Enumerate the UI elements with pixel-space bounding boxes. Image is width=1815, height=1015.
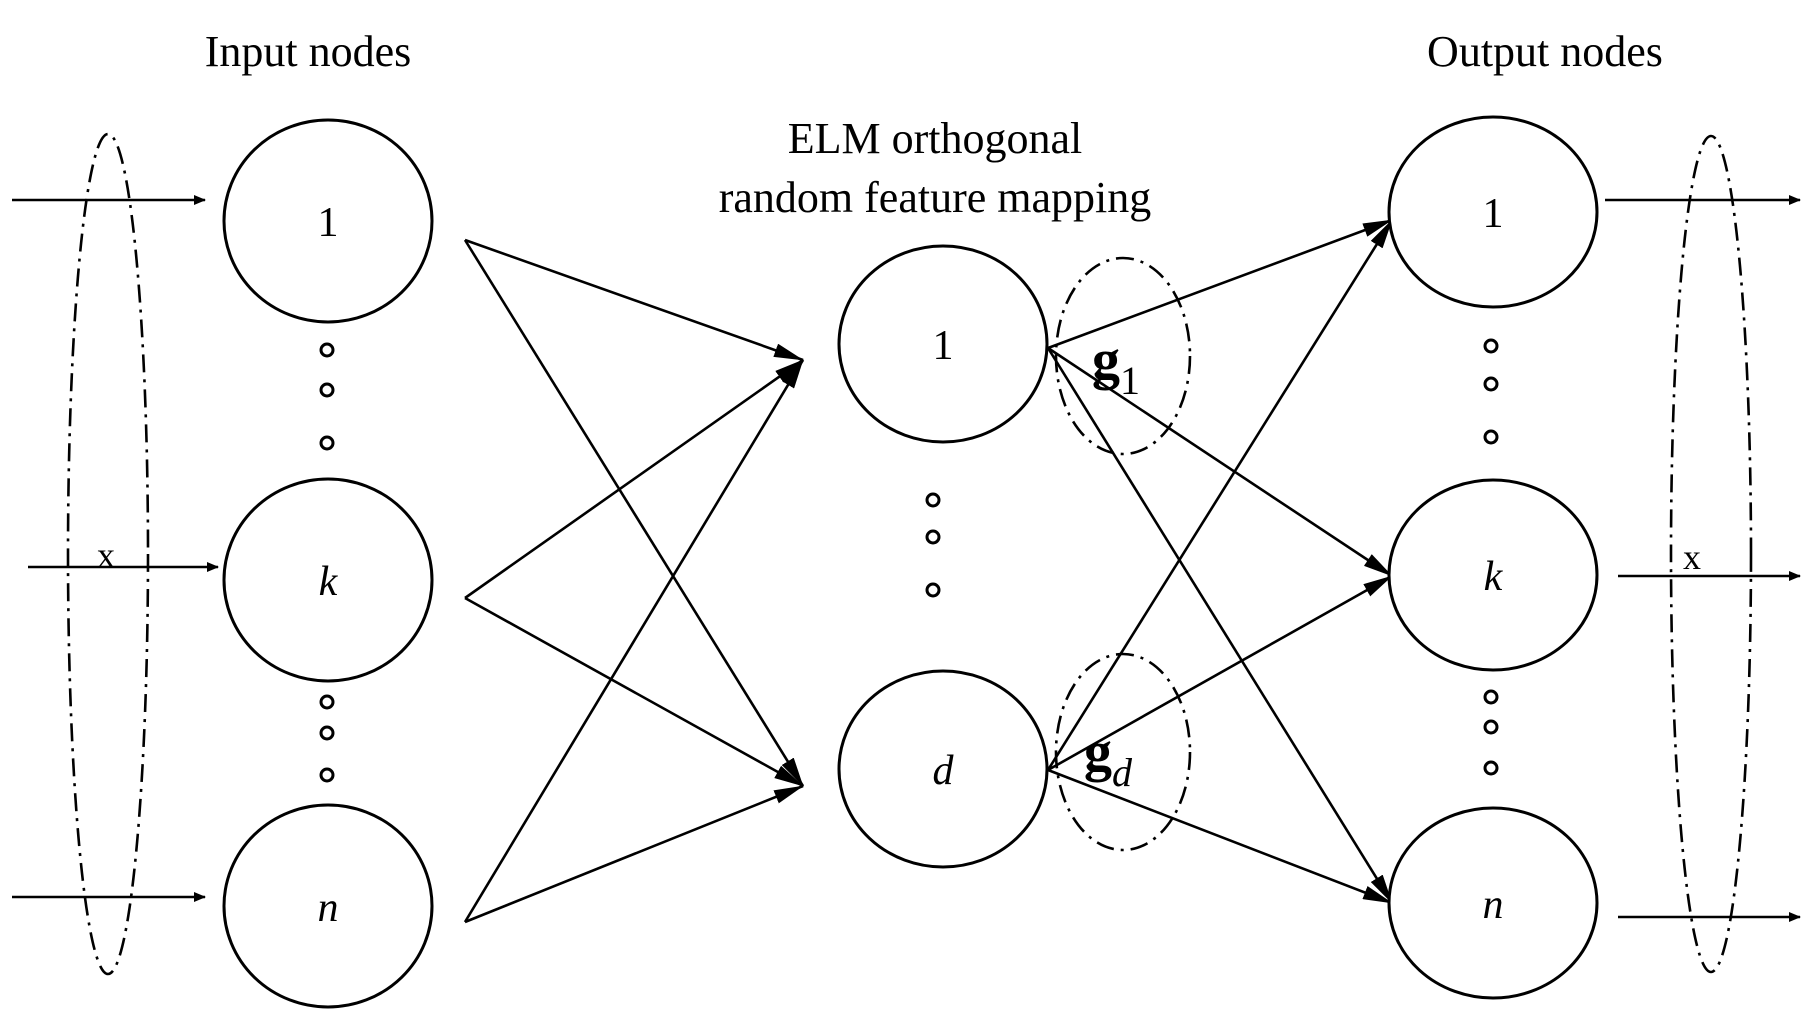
output-vector-label: x (1683, 537, 1701, 577)
g1-label: g1 (1092, 329, 1140, 403)
edge-h1-out1 (1047, 218, 1393, 350)
input-node-n-label: n (318, 885, 339, 931)
input-ellipsis-lower (319, 694, 335, 783)
input-node-1-label: 1 (318, 200, 339, 246)
edge-hd-outn (1047, 768, 1393, 905)
output-ellipsis-lower (1483, 689, 1499, 776)
hidden-node-1: 1 (837, 244, 1049, 444)
hidden-node-1-label: 1 (933, 323, 954, 369)
input-node-1: 1 (222, 118, 434, 324)
input-node-n: n (222, 803, 434, 1009)
hidden-node-d: d (837, 669, 1049, 869)
g1-group-ellipse (1054, 256, 1192, 456)
input-vector-label: x (97, 535, 115, 575)
edge-in1-h1 (464, 238, 804, 362)
input-ellipsis-upper (319, 342, 335, 451)
hidden-ellipsis (925, 492, 941, 598)
output-node-k: k (1387, 478, 1599, 672)
edge-ink-hd (464, 596, 804, 788)
hidden-node-d-label: d (933, 748, 955, 794)
edge-inn-h1 (463, 359, 805, 923)
edge-h1-outn (1046, 347, 1394, 904)
output-node-n-label: n (1483, 882, 1504, 928)
mapping-title-line2: random feature mapping (719, 173, 1152, 222)
input-node-k: k (222, 477, 434, 683)
output-node-1-label: 1 (1483, 191, 1504, 237)
input-vector-ellipse (66, 132, 150, 976)
edge-in1-hd (463, 239, 805, 787)
output-node-n: n (1387, 806, 1599, 1000)
mapping-title-line1: ELM orthogonal (788, 114, 1083, 163)
output-nodes-title: Output nodes (1427, 27, 1663, 76)
input-nodes-title: Input nodes (205, 27, 412, 76)
edge-hd-out1 (1046, 219, 1394, 771)
output-ellipsis-upper (1483, 338, 1499, 445)
gd-group-ellipse (1054, 652, 1192, 852)
edge-hd-outk (1047, 574, 1393, 772)
input-node-k-label: k (319, 559, 339, 605)
output-node-k-label: k (1484, 554, 1504, 600)
output-vector-ellipse (1669, 134, 1753, 974)
edge-ink-h1 (464, 358, 804, 600)
output-node-1: 1 (1387, 115, 1599, 309)
edge-inn-hd (464, 784, 804, 924)
edge-h1-outk (1047, 346, 1393, 578)
gd-label: gd (1084, 721, 1133, 795)
